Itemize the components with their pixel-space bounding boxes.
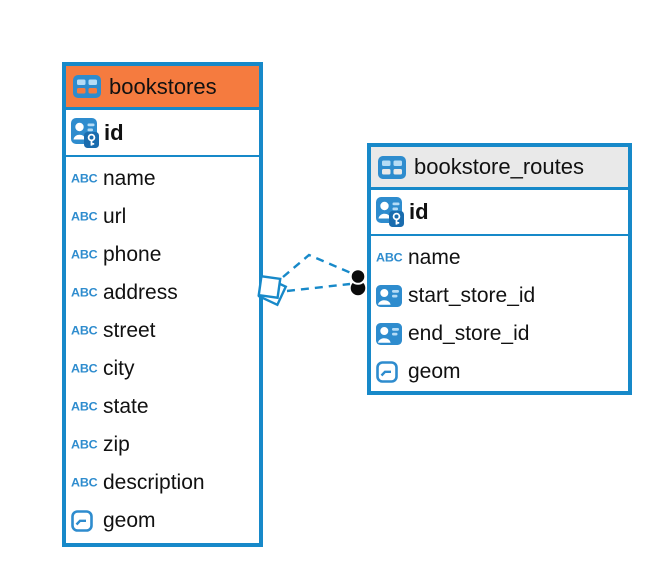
column-row[interactable]: ABC phone <box>66 236 259 274</box>
varchar-icon: ABC <box>71 438 98 452</box>
primary-key-name: id <box>104 119 124 145</box>
column-row[interactable]: ABC state <box>66 388 259 426</box>
column-row[interactable]: ABC description <box>66 464 259 502</box>
column-row[interactable]: ABC name <box>371 239 628 277</box>
primary-key-name: id <box>409 199 429 224</box>
relationship-link[interactable] <box>282 253 352 278</box>
column-name: description <box>103 471 205 494</box>
column-row[interactable]: start_store_id <box>371 277 628 315</box>
reference-icon <box>376 323 408 345</box>
primary-key-row[interactable]: id <box>66 110 259 157</box>
column-name: geom <box>103 509 156 532</box>
geometry-icon <box>71 510 103 532</box>
column-row[interactable]: geom <box>66 502 259 540</box>
varchar-icon: ABC <box>376 251 403 265</box>
column-row[interactable]: ABC url <box>66 198 259 236</box>
column-list: ABC name ABC url ABC phone ABC address A… <box>66 157 259 543</box>
column-name: name <box>103 167 156 190</box>
table-title: bookstore_routes <box>414 154 584 179</box>
table-card-bookstores[interactable]: bookstores id ABC name <box>62 62 263 547</box>
varchar-icon: ABC <box>71 248 98 262</box>
column-row[interactable]: ABC zip <box>66 426 259 464</box>
table-card-bookstore-routes[interactable]: bookstore_routes id ABC name <box>367 143 632 395</box>
column-name: state <box>103 395 149 418</box>
column-name: phone <box>103 243 162 266</box>
varchar-icon: ABC <box>71 400 98 414</box>
column-name: city <box>103 357 135 380</box>
reference-icon <box>376 285 408 307</box>
column-name: url <box>103 205 127 228</box>
column-list: ABC name start_store_id <box>371 236 628 391</box>
varchar-icon: ABC <box>71 286 98 300</box>
column-row[interactable]: ABC name <box>66 160 259 198</box>
column-name: zip <box>103 433 130 456</box>
overlapping-dots-icon[interactable] <box>349 268 367 296</box>
column-name: address <box>103 281 178 304</box>
primary-key-icon <box>376 197 409 227</box>
table-title: bookstores <box>109 73 217 99</box>
column-row[interactable]: ABC address <box>66 274 259 312</box>
primary-key-icon <box>71 117 104 148</box>
relationship-link[interactable] <box>286 282 351 293</box>
varchar-icon: ABC <box>71 172 98 186</box>
varchar-icon: ABC <box>71 362 98 376</box>
varchar-icon: ABC <box>71 210 98 224</box>
varchar-icon: ABC <box>71 476 98 490</box>
varchar-icon: ABC <box>71 324 98 338</box>
table-icon <box>378 155 406 179</box>
column-row[interactable]: geom <box>371 353 628 391</box>
column-row[interactable]: ABC street <box>66 312 259 350</box>
geometry-icon <box>376 361 408 383</box>
column-name: name <box>408 246 461 269</box>
column-name: end_store_id <box>408 322 530 345</box>
column-name: geom <box>408 360 461 383</box>
table-header[interactable]: bookstores <box>66 66 259 110</box>
column-row[interactable]: end_store_id <box>371 315 628 353</box>
column-name: start_store_id <box>408 284 536 307</box>
column-row[interactable]: ABC city <box>66 350 259 388</box>
table-icon <box>73 75 101 98</box>
column-name: street <box>103 319 156 342</box>
primary-key-row[interactable]: id <box>371 190 628 236</box>
table-header[interactable]: bookstore_routes <box>371 147 628 190</box>
